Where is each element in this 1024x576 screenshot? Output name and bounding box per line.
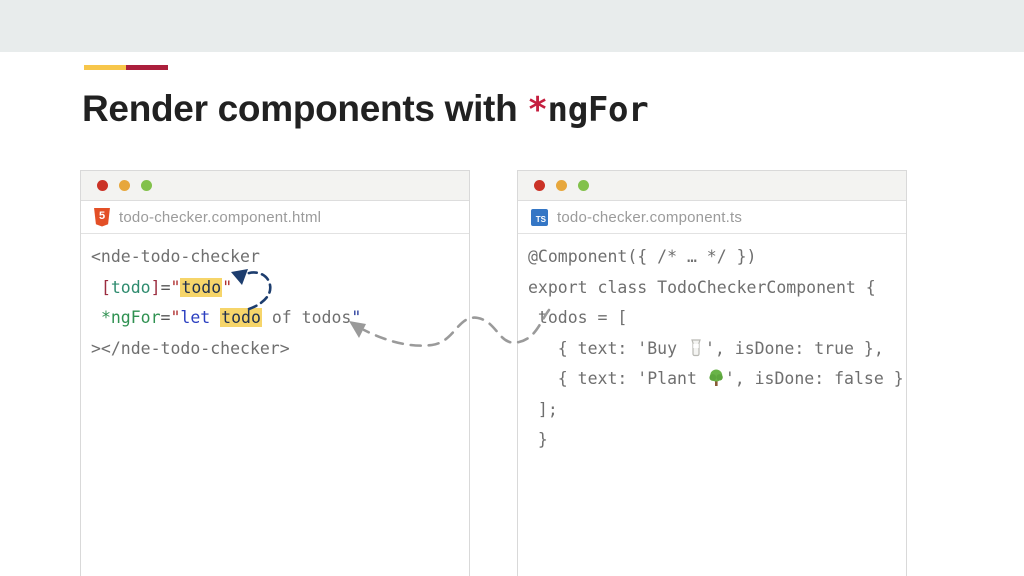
- title-code-text: ngFor: [547, 90, 649, 130]
- code-token: ]: [150, 277, 161, 297]
- code-line: }: [528, 425, 906, 456]
- accent-bar-red: [126, 65, 168, 70]
- code-token: <nde-todo-checker: [91, 247, 260, 266]
- window-maximize-icon: [141, 180, 152, 191]
- typescript-icon-glyph: TS: [535, 214, 546, 224]
- tree-emoji: [707, 367, 725, 386]
- code-token: { text: 'Buy: [528, 338, 687, 358]
- code-line: { text: 'Plant ', isDone: false }: [528, 364, 906, 395]
- editor-window-html: 5 todo-checker.component.html <nde-todo-…: [80, 170, 470, 576]
- milk-glass-emoji: [687, 337, 705, 356]
- code-line: <nde-todo-checker: [91, 242, 469, 273]
- title-code: *ngFor: [527, 90, 648, 130]
- window-titlebar: [81, 171, 469, 201]
- code-editor-ts: @Component({ /* … */ }) export class Tod…: [518, 234, 906, 456]
- code-token: ": [170, 308, 181, 327]
- code-token: of todos: [261, 308, 352, 327]
- file-tab-ts: TS todo-checker.component.ts: [518, 201, 906, 234]
- code-token: [91, 308, 101, 327]
- editor-window-ts: TS todo-checker.component.ts @Component(…: [517, 170, 907, 576]
- html5-icon-glyph: 5: [98, 210, 106, 222]
- window-maximize-icon: [578, 180, 589, 191]
- code-token: =: [160, 308, 171, 327]
- code-token: export class TodoCheckerComponent {: [528, 277, 876, 297]
- window-close-icon: [97, 180, 108, 191]
- window-close-icon: [534, 180, 545, 191]
- title-text: Render components with: [82, 88, 528, 129]
- window-minimize-icon: [556, 180, 567, 191]
- highlighted-input-binding: todo: [180, 277, 223, 297]
- code-token: }: [528, 430, 548, 449]
- code-token: ": [170, 277, 181, 297]
- page-title: Render components with *ngFor: [82, 88, 649, 130]
- code-line: *ngFor="let todo of todos": [91, 303, 469, 334]
- code-line: [todo]="todo": [91, 273, 469, 304]
- code-token: =: [160, 277, 171, 297]
- accent-bar: [84, 65, 168, 70]
- todos-array-token: todos = [: [528, 308, 628, 327]
- code-token: ', isDone: true },: [704, 338, 884, 358]
- code-token: [: [100, 277, 111, 297]
- html5-icon: 5: [94, 207, 110, 227]
- code-editor-html: <nde-todo-checker [todo]="todo" *ngFor="…: [81, 234, 469, 364]
- typescript-icon: TS: [531, 208, 548, 226]
- code-line: ];: [528, 395, 906, 426]
- file-name-html: todo-checker.component.html: [119, 208, 322, 226]
- ngfor-directive-token: *ngFor: [100, 308, 161, 327]
- code-token: todo: [110, 277, 151, 297]
- code-token: let: [180, 308, 221, 327]
- code-line: ></nde-todo-checker>: [91, 334, 469, 365]
- highlighted-loop-variable: todo: [220, 308, 262, 327]
- top-band: [0, 0, 1024, 52]
- code-token: ": [222, 277, 233, 297]
- title-star: *: [527, 90, 548, 130]
- code-token: ];: [528, 399, 558, 419]
- code-line: @Component({ /* … */ }): [528, 242, 906, 273]
- code-line: todos = [: [528, 303, 906, 334]
- code-token: { text: 'Plant: [528, 369, 707, 388]
- code-token: ": [351, 308, 362, 327]
- window-titlebar: [518, 171, 906, 201]
- code-token: ', isDone: false }: [724, 369, 904, 388]
- code-line: export class TodoCheckerComponent {: [528, 273, 906, 304]
- window-minimize-icon: [119, 180, 130, 191]
- accent-bar-yellow: [84, 65, 126, 70]
- code-line: { text: 'Buy ', isDone: true },: [528, 334, 906, 365]
- file-tab-html: 5 todo-checker.component.html: [81, 201, 469, 234]
- code-token: ></nde-todo-checker>: [91, 338, 290, 358]
- file-name-ts: todo-checker.component.ts: [557, 208, 743, 226]
- code-token: [91, 278, 101, 297]
- code-token: @Component({ /* … */ }): [528, 247, 757, 266]
